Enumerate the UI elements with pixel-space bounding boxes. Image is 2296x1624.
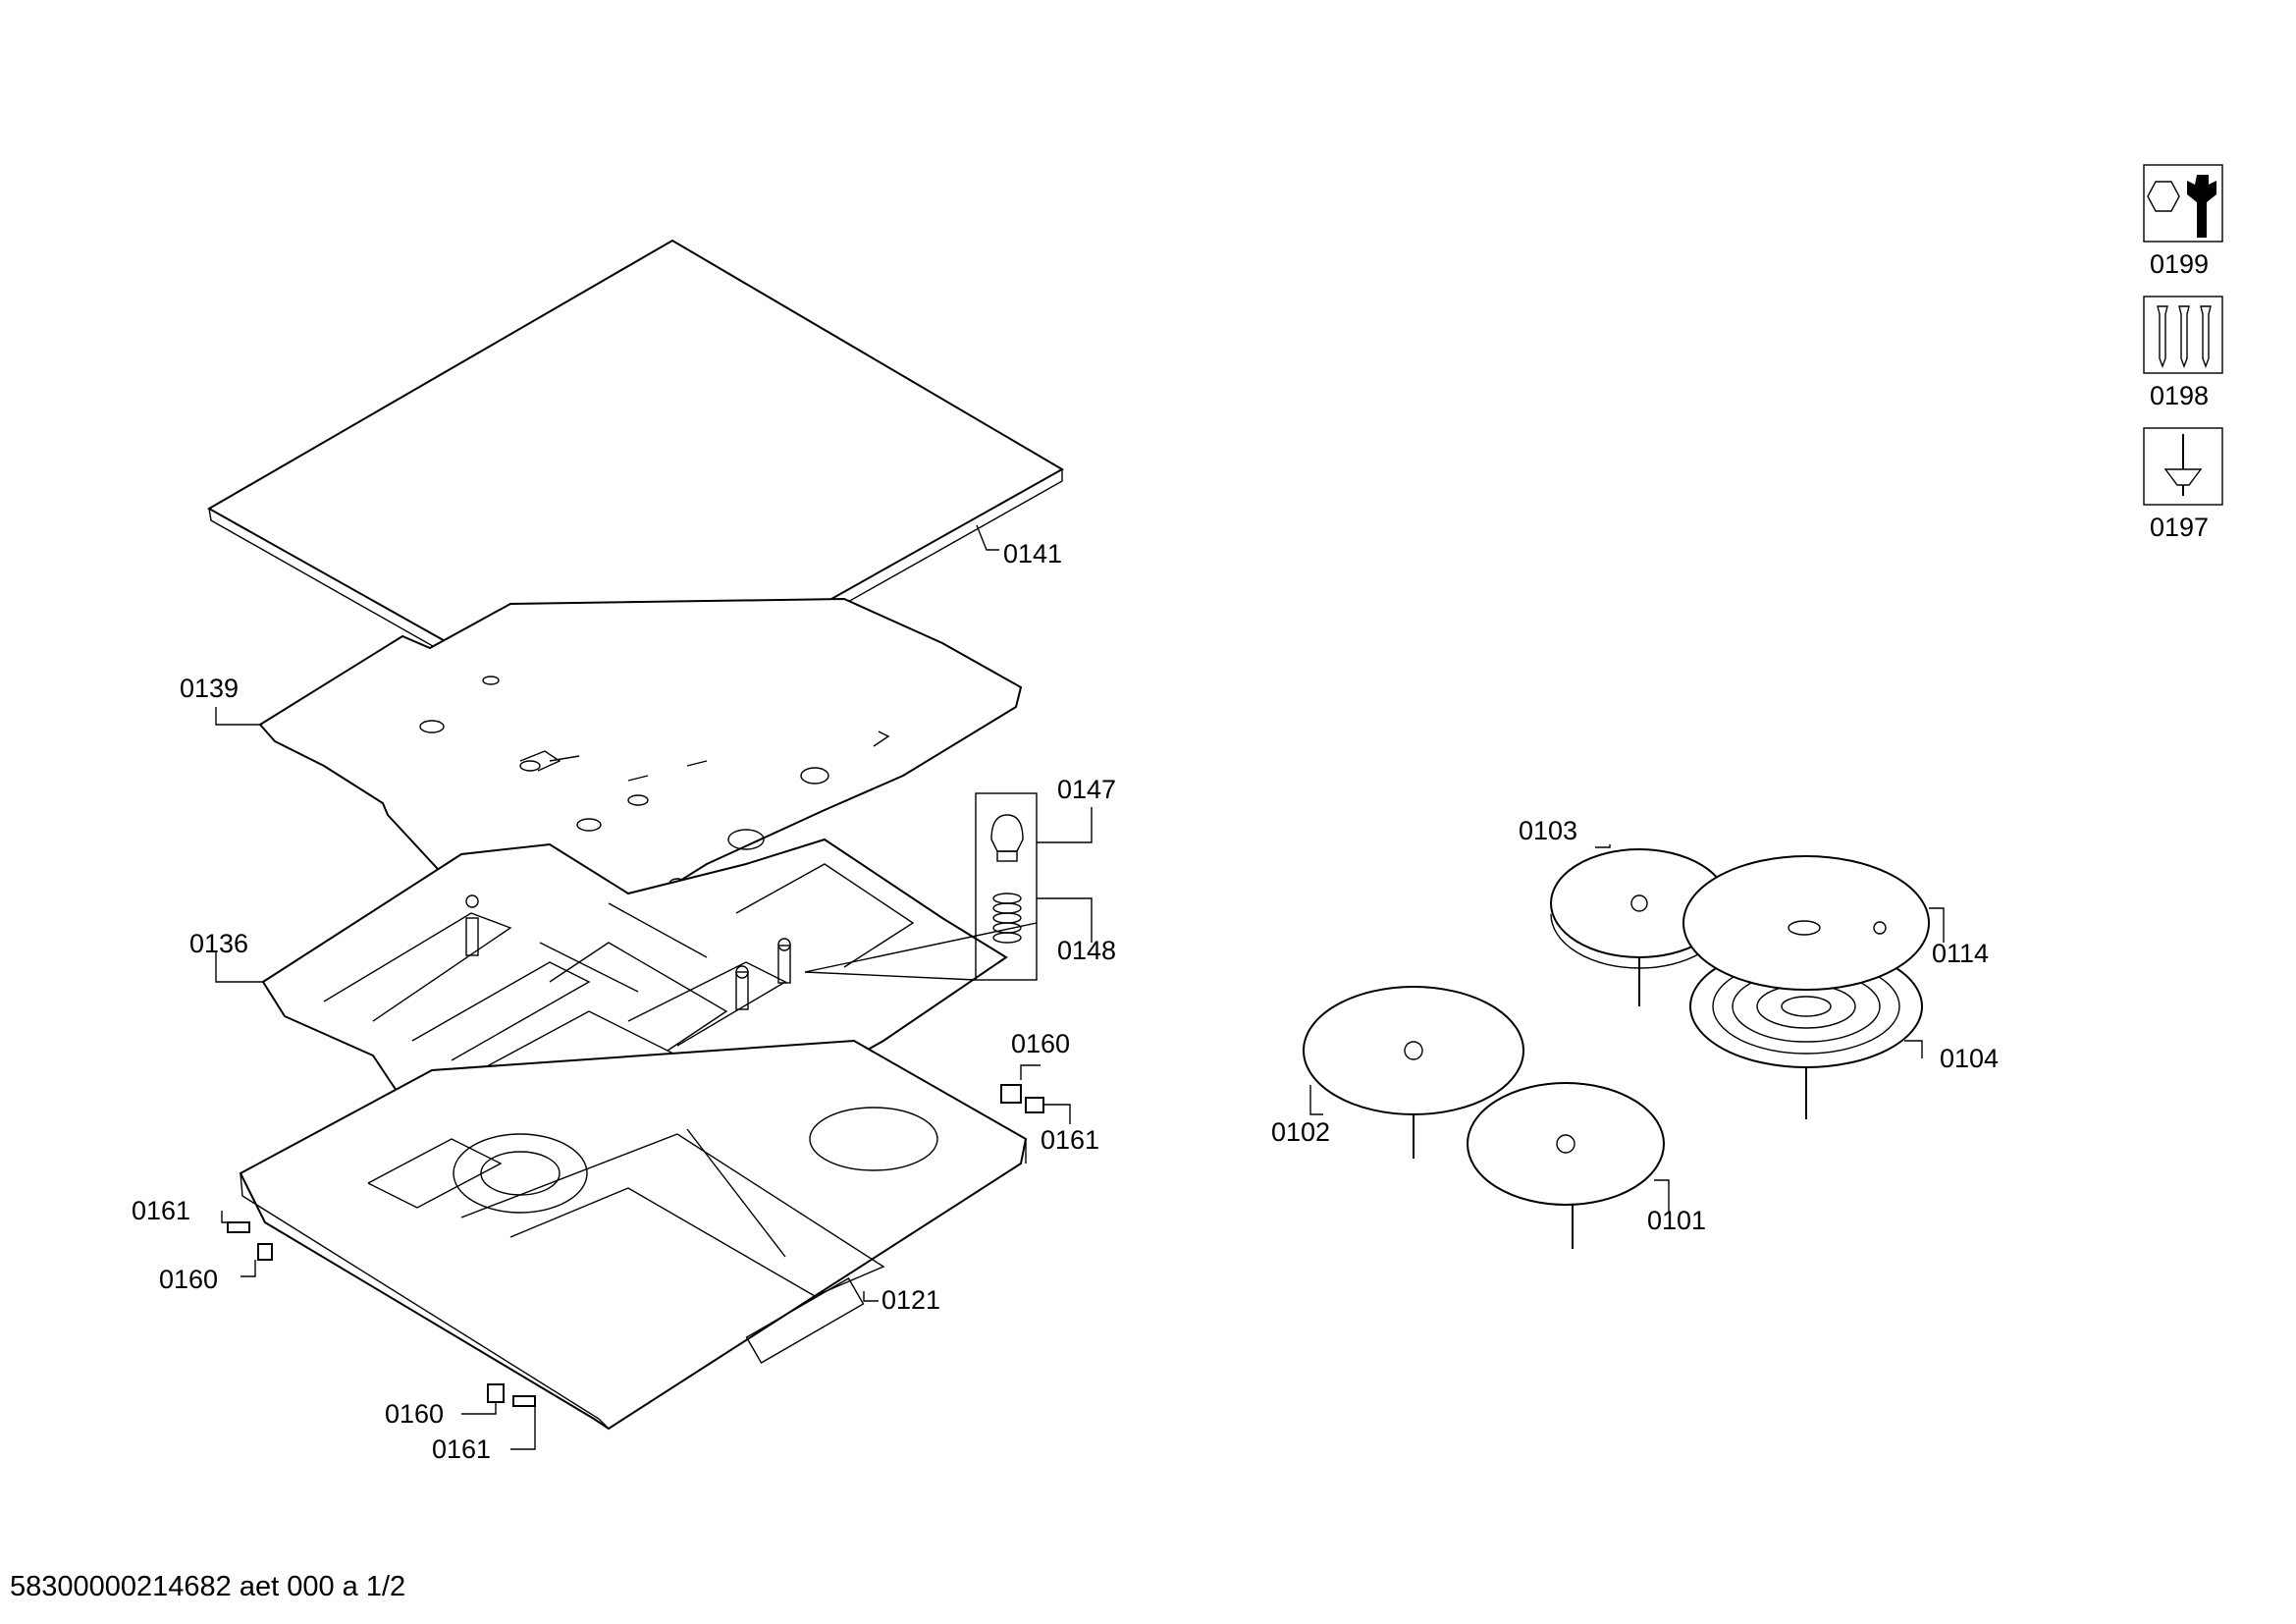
part-labels: 0141 0139 0136 0147 0148 0160 0161 0161 … <box>132 539 1999 1464</box>
label-0104: 0104 <box>1940 1044 1999 1073</box>
document-footer: 58300000214682 aet 000 a 1/2 <box>10 1571 406 1602</box>
label-0160-bottom: 0160 <box>385 1399 444 1429</box>
screws-icon <box>2143 296 2223 374</box>
label-0197: 0197 <box>2150 513 2209 542</box>
label-0160-left: 0160 <box>159 1265 218 1294</box>
leader-lines <box>215 524 1945 1450</box>
label-0148: 0148 <box>1057 936 1116 965</box>
label-0136: 0136 <box>189 929 248 958</box>
label-0101: 0101 <box>1647 1206 1706 1235</box>
spring-detail-box <box>804 792 1038 981</box>
screwdriver-icon <box>2143 427 2223 506</box>
springs-on-frame <box>465 894 791 979</box>
clip-parts <box>227 1084 1044 1407</box>
label-0141: 0141 <box>1003 539 1062 568</box>
label-0160-right: 0160 <box>1011 1029 1070 1058</box>
label-0161-bottom: 0161 <box>432 1435 491 1464</box>
bottom-housing <box>239 1039 1028 1431</box>
label-0139: 0139 <box>180 674 239 703</box>
label-0161-right: 0161 <box>1041 1125 1099 1155</box>
label-0121: 0121 <box>881 1285 940 1315</box>
label-0199: 0199 <box>2150 249 2209 279</box>
heating-element-0114 <box>1682 855 1930 991</box>
label-0198: 0198 <box>2150 381 2209 410</box>
label-0161-left: 0161 <box>132 1196 190 1225</box>
label-0103: 0103 <box>1519 816 1577 845</box>
heating-element-0102 <box>1303 986 1524 1159</box>
label-0114: 0114 <box>1932 939 1989 968</box>
label-0147: 0147 <box>1057 775 1116 804</box>
heating-element-0101 <box>1467 1082 1665 1249</box>
label-0102: 0102 <box>1271 1117 1330 1147</box>
nut-wrench-icon <box>2143 164 2223 243</box>
